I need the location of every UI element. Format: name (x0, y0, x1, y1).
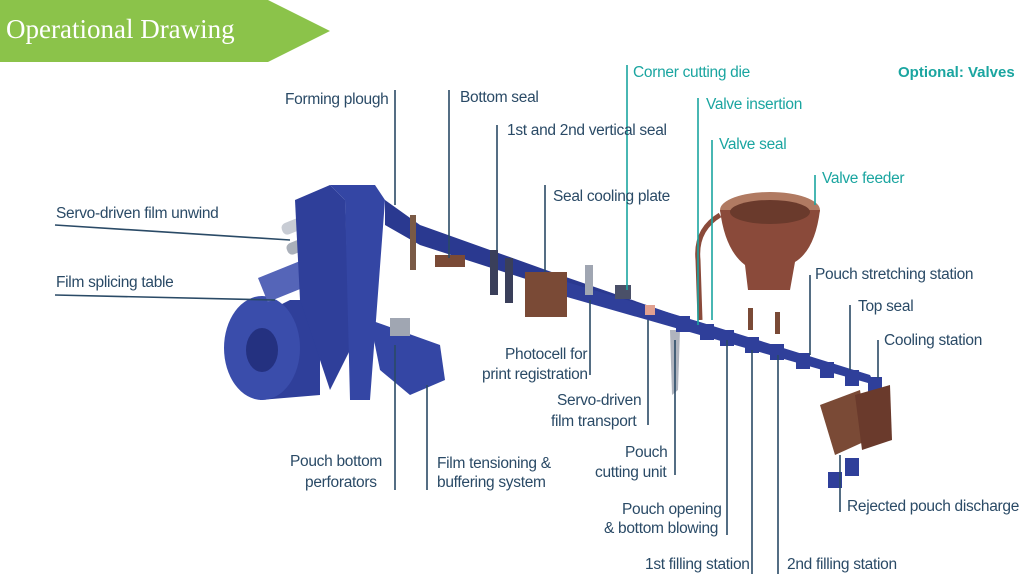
label-film-transport-line2: film transport (551, 413, 637, 430)
label-vertical-seal: 1st and 2nd vertical seal (507, 122, 667, 139)
label-filling2: 2nd filling station (787, 556, 897, 573)
label-opening-line2: & bottom blowing (604, 520, 718, 537)
leader-lines (54, 65, 879, 574)
label-photocell-line2: print registration (482, 366, 588, 383)
label-tensioning-line1: Film tensioning & (437, 455, 552, 472)
label-bottom-seal: Bottom seal (460, 89, 539, 106)
leader-film-splicing (54, 294, 276, 301)
label-bottom-perf-line2: perforators (305, 474, 377, 491)
label-corner-cutting-die: Corner cutting die (633, 64, 750, 81)
label-filling1: 1st filling station (645, 556, 750, 573)
label-valve-feeder: Valve feeder (822, 170, 904, 187)
seal-units (390, 215, 680, 395)
label-film-unwind: Servo-driven film unwind (56, 205, 219, 222)
page-title: Operational Drawing (6, 14, 235, 44)
label-film-transport-line1: Servo-driven (557, 392, 641, 409)
valve-feeder-hopper (695, 192, 820, 321)
leader-film-unwind (54, 224, 291, 241)
label-cutting-unit-line1: Pouch (625, 444, 667, 461)
label-optional-valves: Optional: Valves (898, 64, 1015, 81)
label-bottom-perf-line1: Pouch bottom (290, 453, 382, 470)
label-tensioning-line2: buffering system (437, 474, 546, 491)
label-stretching: Pouch stretching station (815, 266, 973, 283)
label-cutting-unit-line2: cutting unit (595, 464, 667, 481)
title-banner (0, 0, 330, 62)
label-valve-insertion: Valve insertion (706, 96, 802, 113)
pouches (676, 308, 882, 393)
title-banner-arrow (0, 0, 330, 62)
label-seal-cooling-plate: Seal cooling plate (553, 188, 670, 205)
label-rejected: Rejected pouch discharge (847, 498, 1019, 515)
label-valve-seal: Valve seal (719, 136, 786, 153)
label-opening-line1: Pouch opening (622, 501, 722, 518)
label-film-splicing: Film splicing table (56, 274, 173, 291)
label-cooling: Cooling station (884, 332, 982, 349)
label-photocell-line1: Photocell for (505, 346, 587, 363)
labels: Optional: Valves Corner cutting die Valv… (56, 64, 1019, 573)
rejected-chute (820, 385, 892, 488)
label-top-seal: Top seal (858, 298, 913, 315)
machine-illustration (224, 185, 892, 488)
label-forming-plough: Forming plough (285, 91, 389, 108)
